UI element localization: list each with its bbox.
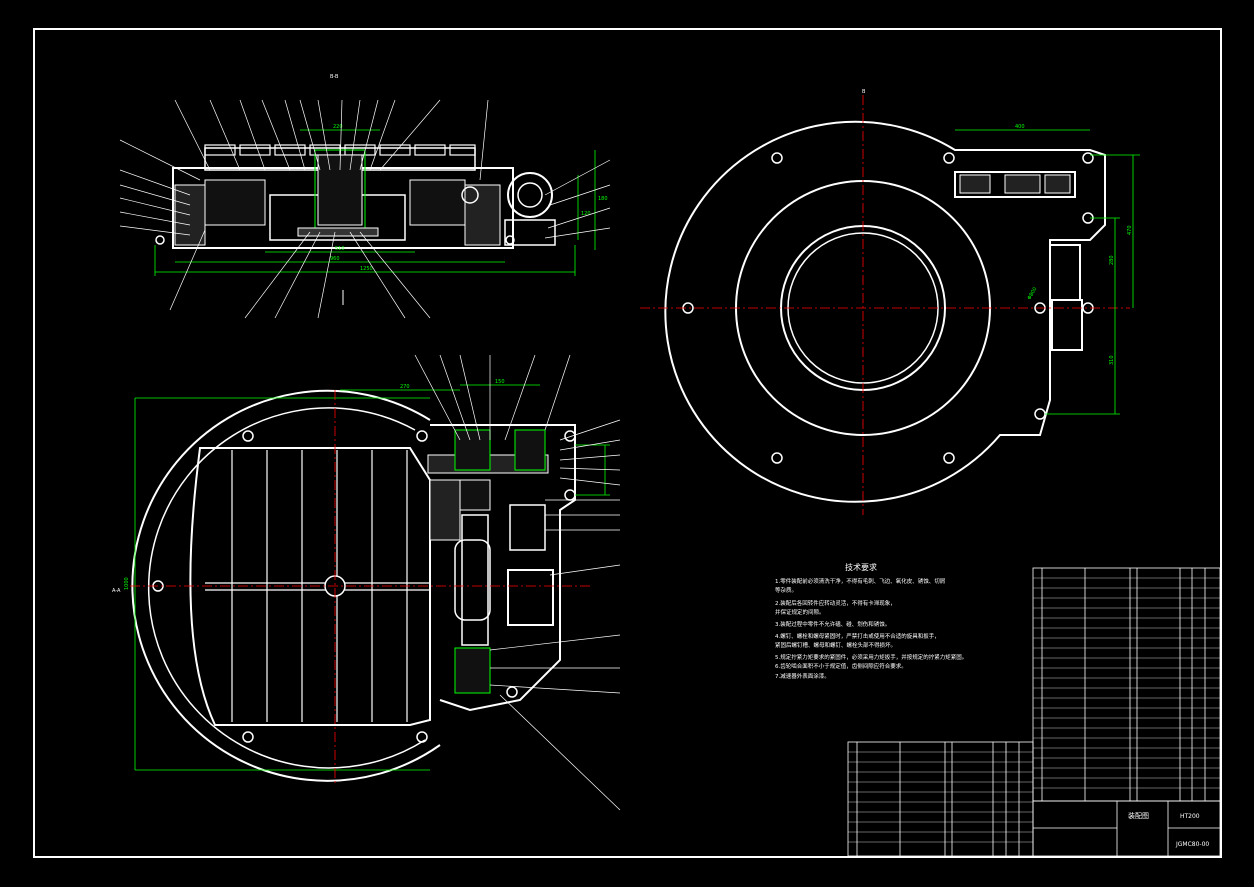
dim-left-height: 1000 (124, 577, 130, 590)
dim-right-dia: Φ800 (1027, 286, 1039, 301)
section-label-left: A-A (112, 588, 121, 594)
view-marker-right: B (862, 89, 866, 95)
notes-line-1: 1.零件装配前必须清洗干净，不得有毛刺、飞边、氧化皮、锈蚀、切屑 (775, 577, 945, 585)
drawing-border (33, 28, 1222, 858)
notes-line-9: 6.齿轮啮合面积不小于规定值，齿侧间隙应符合要求。 (775, 662, 907, 670)
title-block-name: 装配图 (1128, 811, 1149, 820)
notes-line-8: 5.规定拧紧力矩要求的紧固件，必须采用力矩扳手，并按规定的拧紧力矩紧固。 (775, 653, 967, 661)
dim-right-h2: 280 (1109, 255, 1115, 265)
section-label-top: B-B (330, 74, 339, 80)
dim-left-width2: 150 (495, 379, 505, 385)
notes-line-4: 并保证规定的间隙。 (775, 608, 825, 616)
dim-top-mid: 510 (335, 246, 345, 252)
dim-top-height: 180 (598, 196, 608, 202)
notes-line-10: 7.减速器外表面涂漆。 (775, 672, 830, 680)
title-block-material: HT200 (1180, 813, 1200, 820)
notes-title: 技术要求 (845, 562, 877, 572)
dim-top-inner: 960 (330, 256, 340, 262)
dim-top-overall: 1250 (360, 266, 373, 272)
dim-right-width: 400 (1015, 124, 1025, 130)
section-view-top: B-B (119, 74, 611, 319)
notes-line-2: 等杂质。 (775, 586, 797, 594)
technical-notes: 技术要求 1.零件装配前必须清洗干净，不得有毛刺、飞边、氧化皮、锈蚀、切屑 等杂… (775, 562, 967, 680)
dim-left-width: 270 (400, 384, 410, 390)
dim-top-height2: 120 (581, 211, 591, 217)
parts-list (847, 567, 1221, 857)
notes-line-3: 2.装配后各回转件应转动灵活，不得有卡滞现象， (775, 599, 896, 607)
section-view-left: 1000 270 150 (112, 354, 621, 811)
notes-line-5: 3.装配过程中零件不允许磕、碰、划伤和锈蚀。 (775, 620, 890, 628)
title-block-drawing-no: JGMC80-00 (1175, 841, 1209, 848)
notes-line-6: 4.螺钉、螺栓和螺母紧固时，严禁打击或使用不合适的旋具和扳手， (775, 632, 940, 640)
dim-top-small: 220 (333, 124, 343, 130)
parts-list-rows (848, 577, 1220, 843)
plan-view-right: 400 470 280 310 Φ800 B (640, 89, 1140, 515)
dim-right-h3: 310 (1109, 355, 1115, 365)
notes-line-7: 紧固后螺钉槽、螺母和螺钉、螺栓头部不得损坏。 (775, 641, 896, 649)
dim-right-h1: 470 (1127, 225, 1133, 235)
